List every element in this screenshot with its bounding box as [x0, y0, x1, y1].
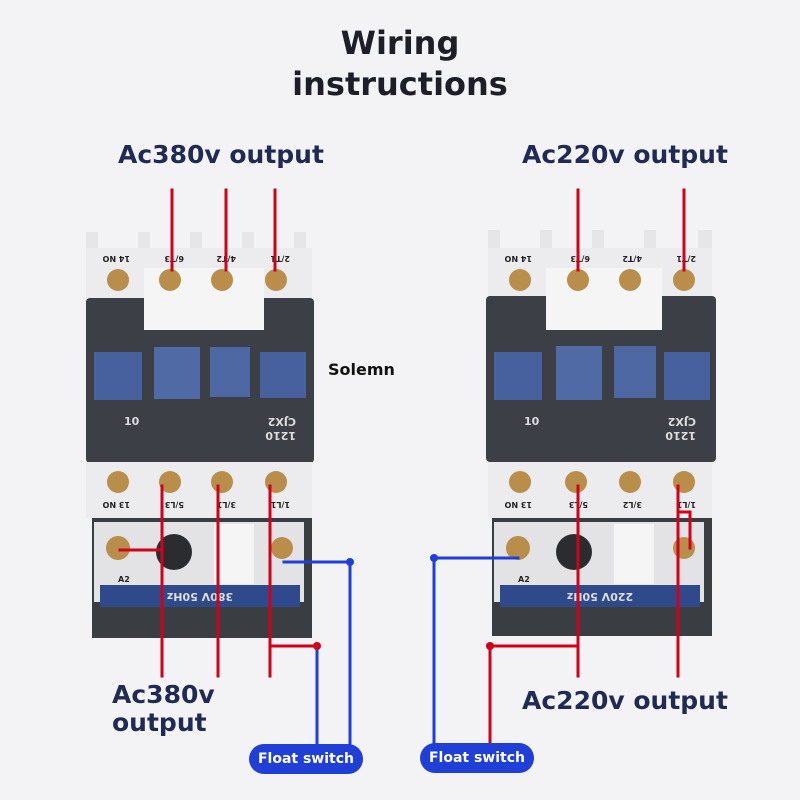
left-bot-term-1: 13 NO: [102, 500, 130, 509]
title-line-2: instructions: [292, 65, 508, 103]
left-top-term-4: 2/T1: [270, 254, 290, 263]
left-top-term-2: 6/T3: [164, 254, 184, 263]
right-top-term-2: 6/T3: [570, 254, 590, 263]
coil-label: Solemn: [328, 360, 395, 379]
left-bot-term-2: 5/L3: [165, 500, 184, 509]
title-line-1: Wiring: [340, 24, 460, 62]
right-rating: 1210: [665, 429, 696, 442]
left-bottom-label-line-1: Ac380v: [112, 680, 215, 709]
right-contact-code: 10: [524, 415, 540, 428]
right-contactor: 10 CJX2 1210 220V 50Hz 14 NO 6/T3 4/T2 2…: [486, 230, 716, 636]
right-top-term-4: 2/T1: [676, 254, 696, 263]
left-bot-term-4: 1/L1: [270, 500, 290, 509]
right-top-term-3: 4/T2: [622, 254, 642, 263]
right-top-label: Ac220v output: [522, 140, 728, 169]
left-coil-voltage: 380V 50Hz: [167, 590, 233, 603]
left-top-term-1: 14 NO: [102, 254, 130, 263]
right-bot-term-3: 3/L2: [623, 500, 642, 509]
left-model: CJX2: [268, 415, 296, 428]
left-coil-terminal: A2: [118, 575, 130, 584]
left-float-switch: Float switch: [249, 744, 363, 774]
right-coil-jumper: [676, 510, 692, 550]
right-bottom-label: Ac220v output: [522, 686, 728, 715]
right-coil-terminal: A2: [518, 575, 530, 584]
left-bottom-label-line-2: output: [112, 708, 207, 737]
right-top-term-1: 14 NO: [504, 254, 532, 263]
right-coil-voltage: 220V 50Hz: [567, 590, 633, 603]
left-contactor: 10 CJX2 1210 380V 50Hz 14 NO 6/T3 4/T2 2…: [86, 232, 314, 638]
left-rating: 1210: [265, 429, 296, 442]
right-bot-term-4: 1/L1: [676, 500, 696, 509]
right-float-switch: Float switch: [420, 743, 534, 773]
right-bot-term-1: 13 NO: [504, 500, 532, 509]
left-contact-code: 10: [124, 415, 140, 428]
right-model: CJX2: [668, 415, 696, 428]
left-top-label: Ac380v output: [118, 140, 324, 169]
left-bot-term-3: 3/L1: [216, 500, 236, 509]
